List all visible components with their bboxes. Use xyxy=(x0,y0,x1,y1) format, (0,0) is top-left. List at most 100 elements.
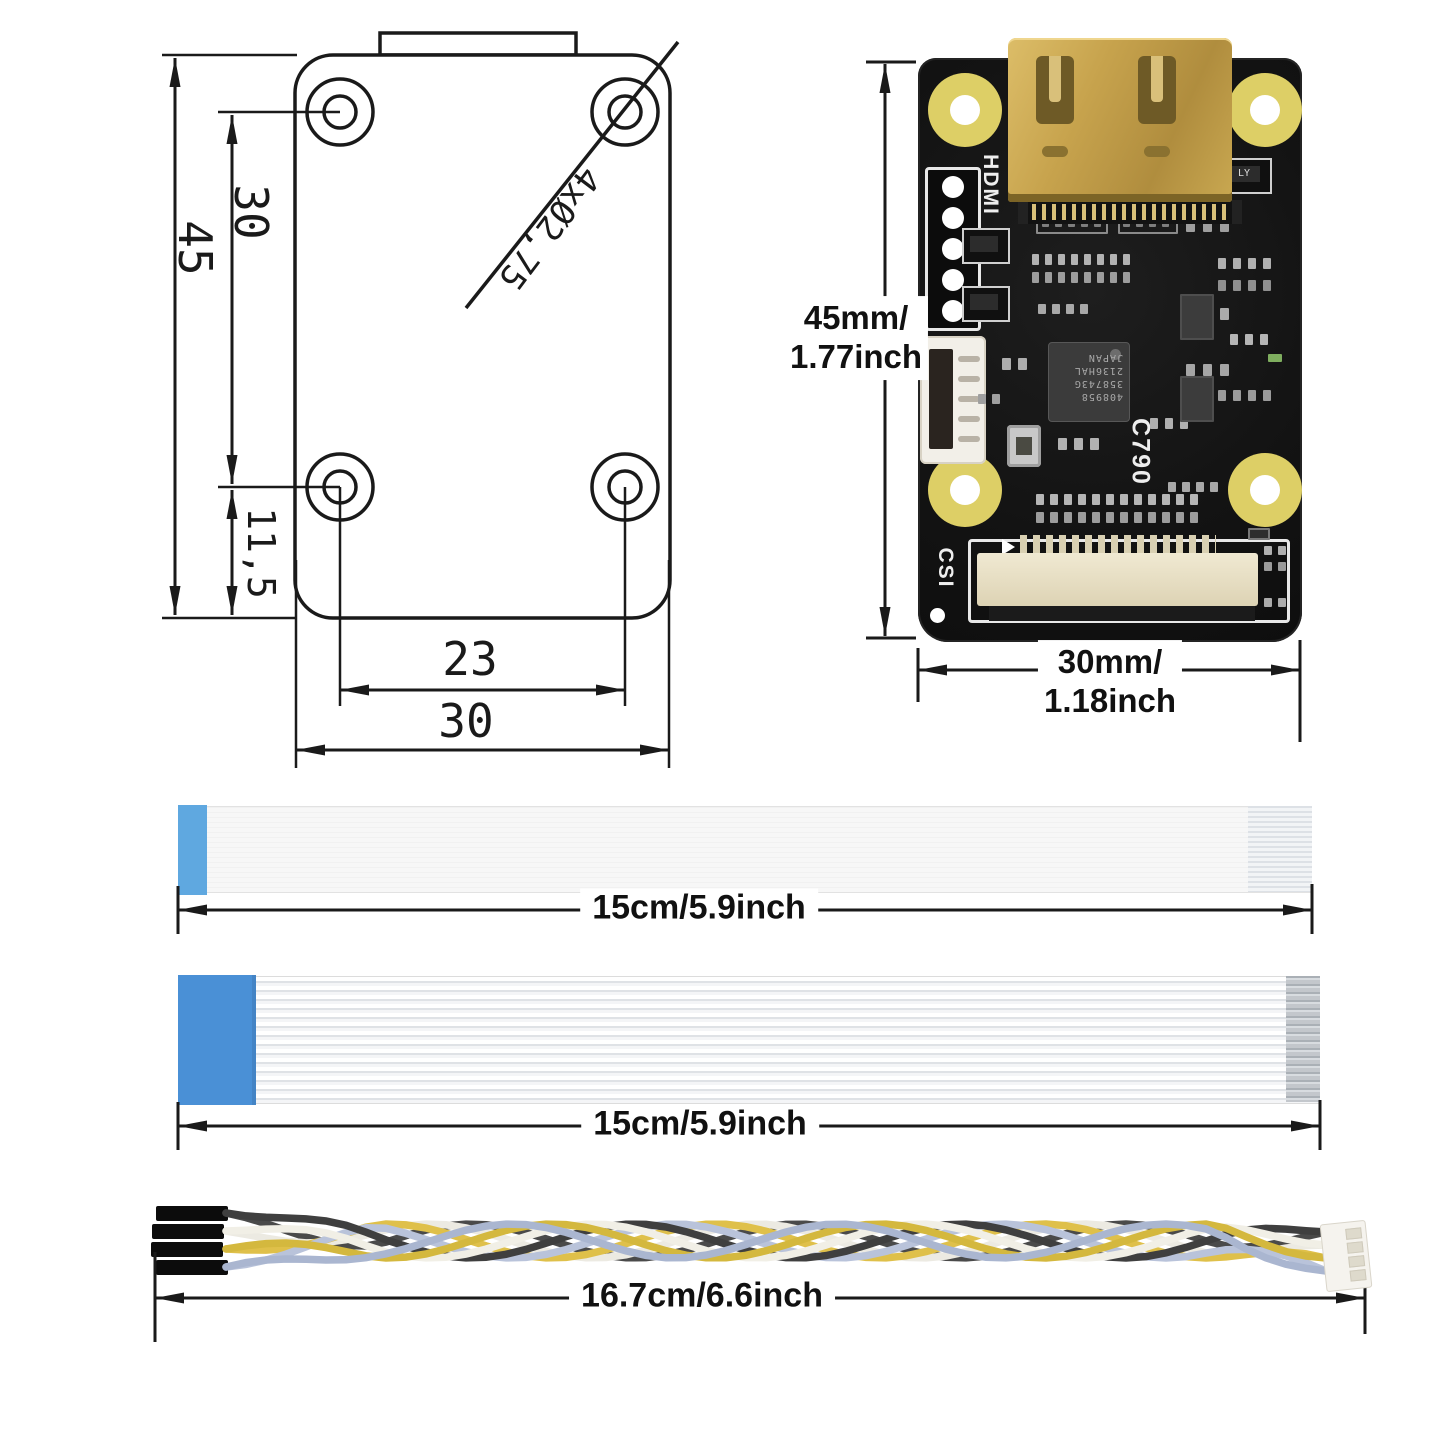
jst-plug-slot xyxy=(1349,1269,1367,1282)
smd-component xyxy=(1186,364,1195,376)
dupont-connector xyxy=(151,1242,223,1257)
fiducial-dot xyxy=(930,608,945,623)
pcb-height-inch: 1.77inch xyxy=(789,338,923,375)
cable-length-label: 16.7cm/6.6inch xyxy=(569,1276,835,1316)
dim-label-hole-spacing-v: 30 xyxy=(224,184,278,240)
smd-component xyxy=(1064,494,1072,505)
dim-label-hole-diameter: 4xØ2,75 xyxy=(489,158,609,298)
smd-component xyxy=(1278,562,1286,571)
smd-component xyxy=(1036,494,1044,505)
header-pad xyxy=(942,238,964,260)
hdmi-slot xyxy=(1144,146,1170,157)
hdmi-slot xyxy=(1042,146,1068,157)
dupont-connector xyxy=(152,1224,224,1239)
smd-component xyxy=(1092,512,1100,523)
pcb-width-mm: 30mm/ xyxy=(1057,643,1163,681)
smd-component xyxy=(1045,272,1052,283)
pin1-triangle-marker xyxy=(1002,539,1015,555)
header-pad xyxy=(942,176,964,198)
jumper-wire xyxy=(222,1209,1330,1262)
pcb-height-mm: 45mm/ xyxy=(803,299,909,337)
mounting-hole-center xyxy=(950,475,980,505)
header-pad xyxy=(942,269,964,291)
smd-component xyxy=(1190,512,1198,523)
smd-component xyxy=(1260,334,1268,345)
smd-component xyxy=(1245,334,1253,345)
smd-component xyxy=(1134,494,1142,505)
jumper-wire xyxy=(222,1220,1330,1275)
jst-pin xyxy=(958,436,980,442)
smd-component xyxy=(1058,254,1065,265)
dim-label-hole-spacing-h: 23 xyxy=(442,632,498,686)
dupont-connector xyxy=(156,1206,228,1221)
smd-component xyxy=(1148,494,1156,505)
jumper-wires xyxy=(222,1209,1330,1275)
jumper-wire xyxy=(222,1220,1330,1275)
technical-drawing xyxy=(162,31,680,768)
cable-length-label: 15cm/5.9inch xyxy=(581,1104,819,1144)
dim-label-board-width: 30 xyxy=(438,694,494,748)
smd-component xyxy=(1278,598,1286,607)
cable-length-label: 15cm/5.9inch xyxy=(580,888,818,928)
transistor xyxy=(962,228,1010,264)
hdmi-silkscreen-label: HDMI xyxy=(979,154,1002,216)
smd-component xyxy=(1182,482,1190,492)
smd-component xyxy=(1263,280,1271,291)
smd-component xyxy=(1050,512,1058,523)
smd-component xyxy=(1196,482,1204,492)
smd-component xyxy=(1220,308,1229,320)
smd-component xyxy=(1180,376,1214,422)
chip-marking-line: 358743G xyxy=(1073,378,1123,389)
jumper-wire xyxy=(222,1220,1330,1262)
smd-component xyxy=(1018,358,1027,370)
smd-component xyxy=(1090,438,1099,450)
jst-pin xyxy=(958,396,980,402)
transistor xyxy=(1224,158,1272,194)
smd-component xyxy=(1052,304,1060,314)
main-chip: 408958 358743G 2136HAL JAPAN xyxy=(1048,342,1130,422)
smd-component xyxy=(1180,294,1214,340)
smd-component xyxy=(1097,254,1104,265)
smd-component xyxy=(1186,220,1195,232)
mounting-hole xyxy=(928,453,1002,527)
smd-component xyxy=(1176,512,1184,523)
transistor xyxy=(962,286,1010,322)
smd-component xyxy=(1097,272,1104,283)
smd-component xyxy=(1148,512,1156,523)
jst-plug-slot xyxy=(1346,1241,1364,1254)
smd-component xyxy=(1058,438,1067,450)
smd-component xyxy=(1233,258,1241,269)
smd-component xyxy=(1058,272,1065,283)
mounting-hole-center xyxy=(950,95,980,125)
smd-component xyxy=(1165,418,1173,429)
smd-component xyxy=(1248,258,1256,269)
smd-component xyxy=(1190,494,1198,505)
smd-component xyxy=(1218,390,1226,401)
smd-component xyxy=(1248,280,1256,291)
smd-component xyxy=(1263,258,1271,269)
smd-component xyxy=(1110,254,1117,265)
ffc-contact-end xyxy=(1286,976,1320,1102)
smd-component xyxy=(1162,512,1170,523)
smd-component xyxy=(1220,364,1229,376)
mounting-hole-center xyxy=(1250,475,1280,505)
smd-component xyxy=(1218,258,1226,269)
ffc-blue-stiffener xyxy=(178,975,256,1105)
smd-component xyxy=(1268,354,1282,362)
jst-pin xyxy=(958,356,980,362)
jumper-wire xyxy=(222,1220,1330,1262)
csi-silkscreen-label: CSI xyxy=(934,547,957,589)
smd-component xyxy=(1080,304,1088,314)
jumper-wire xyxy=(222,1220,1330,1262)
smd-component xyxy=(1050,494,1058,505)
smd-component xyxy=(1263,390,1271,401)
pcb-width-label: 30mm/ 1.18inch xyxy=(1037,640,1183,724)
chip-marking-line: 2136HAL xyxy=(1073,365,1123,376)
smd-component xyxy=(1045,254,1052,265)
smd-component xyxy=(1218,280,1226,291)
smd-component xyxy=(1248,390,1256,401)
smd-component xyxy=(1120,494,1128,505)
dim-label-hole-offset: 11,5 xyxy=(239,507,283,599)
smd-component xyxy=(1134,512,1142,523)
csi-pins xyxy=(1020,535,1216,554)
